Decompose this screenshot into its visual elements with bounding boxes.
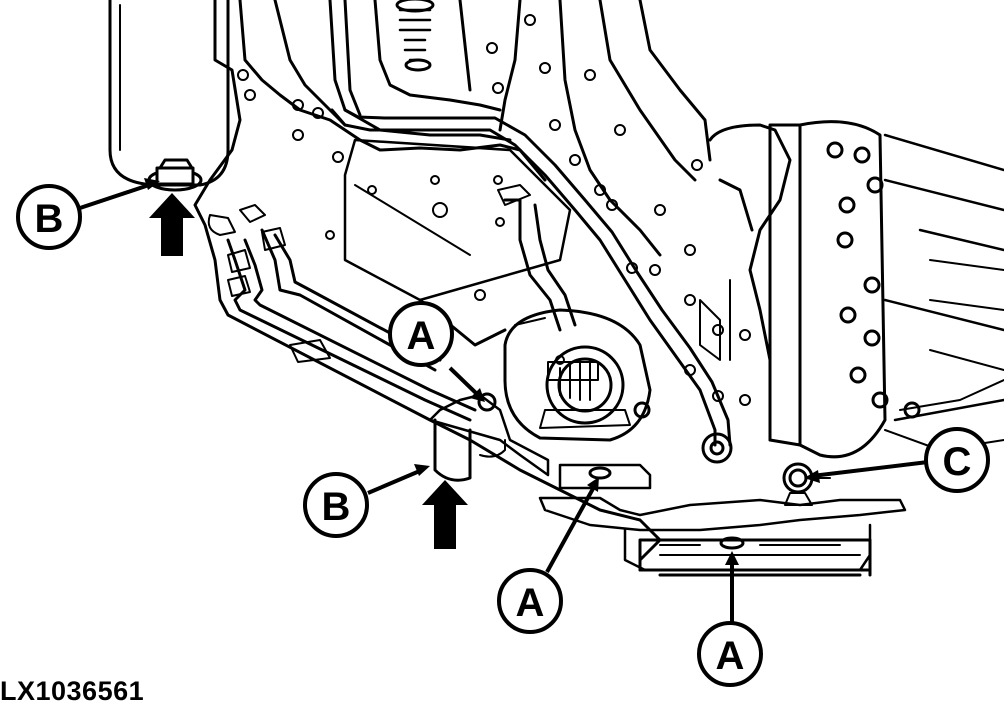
callout-c: C	[924, 427, 990, 493]
callout-a-middle: A	[497, 568, 563, 634]
up-arrow-lower	[422, 480, 468, 549]
callout-letter: A	[516, 581, 545, 625]
up-arrow-top	[149, 193, 195, 256]
figure-id-label: LX1036561	[0, 676, 145, 706]
callout-letter: B	[322, 485, 351, 529]
callout-letter: A	[716, 634, 745, 678]
callout-a-upper: A	[388, 301, 454, 367]
callout-b-top: B	[16, 184, 82, 250]
callout-letter: C	[943, 440, 972, 484]
direction-arrows	[149, 193, 468, 549]
callout-b-lower: B	[303, 472, 369, 538]
leader-lines	[79, 178, 929, 628]
callout-a-bottom: A	[697, 621, 763, 687]
machine-illustration	[108, 0, 1004, 577]
callout-letter: B	[35, 197, 64, 241]
callout-letter: A	[407, 314, 436, 358]
